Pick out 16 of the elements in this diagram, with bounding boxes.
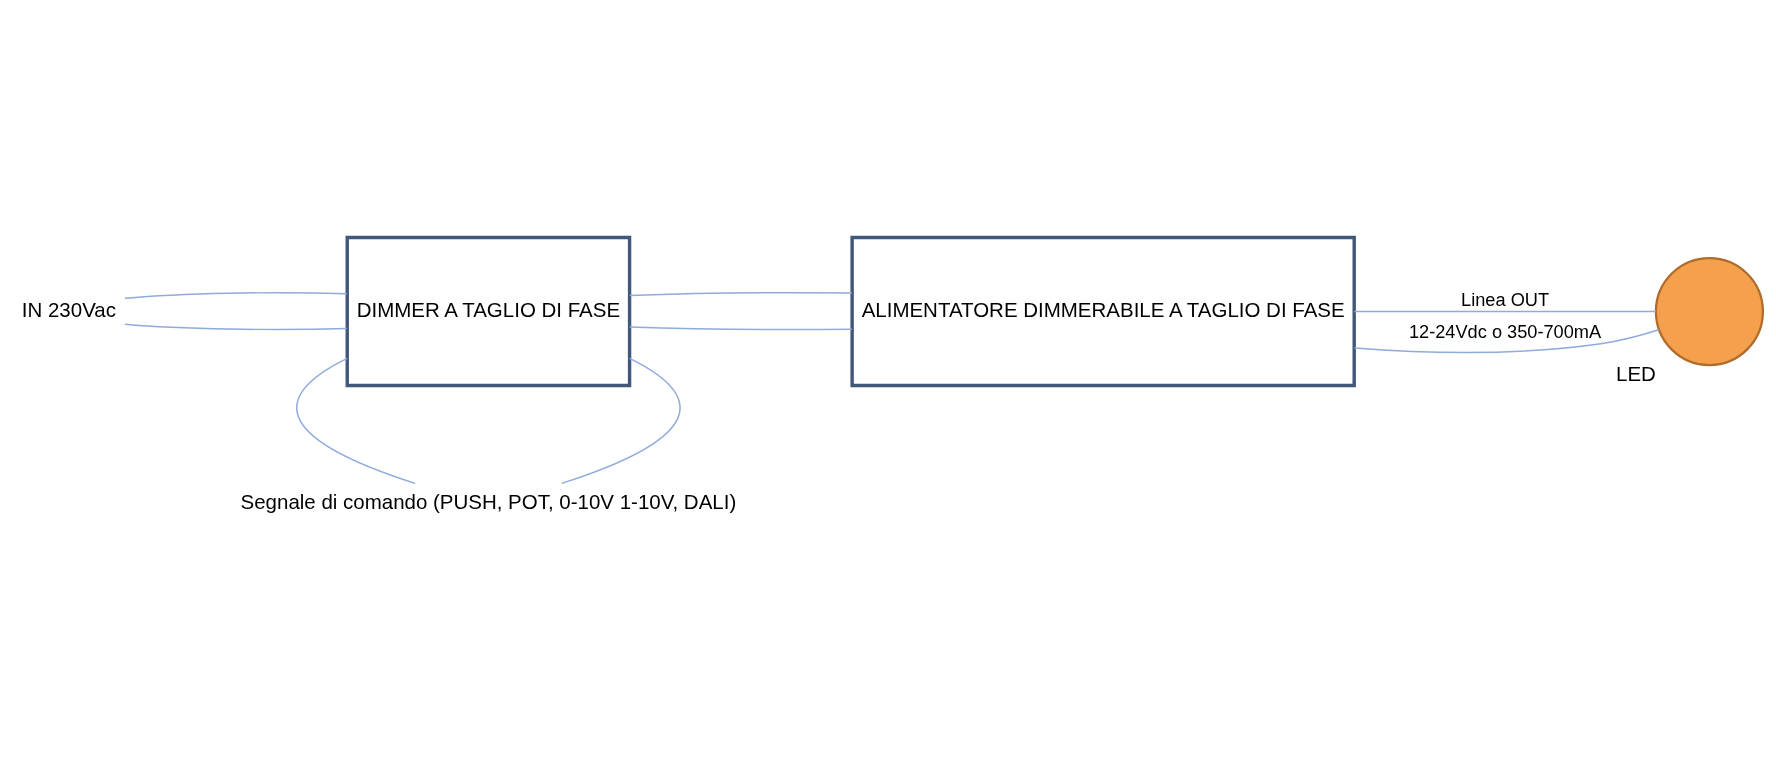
connector [560,357,681,485]
node-label: LED [1616,362,1656,386]
connector [124,323,348,331]
node-box: ALIMENTATORE DIMMERABILE A TAGLIO DI FASE [850,235,1356,388]
connector [296,357,416,485]
connector [628,292,853,297]
connector [1353,328,1660,354]
edge-label: Linea OUT [1461,289,1550,310]
connector [628,326,853,331]
connector [1353,310,1657,313]
connector [124,292,348,300]
node-box: DIMMER A TAGLIO DI FASE [345,235,632,388]
node-text: IN 230Vac [21,297,116,321]
node-text: Segnale di comando (PUSH, POT, 0-10V 1-10V, DALI) [240,489,737,513]
edge-label: 12-24Vdc o 350-700mA [1408,321,1602,342]
node-circle [1654,256,1765,367]
